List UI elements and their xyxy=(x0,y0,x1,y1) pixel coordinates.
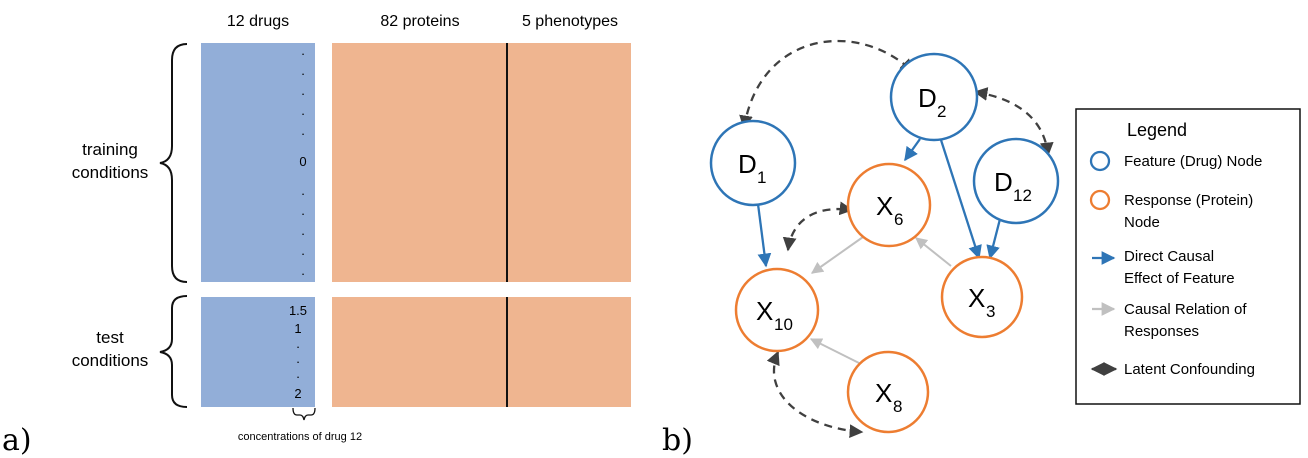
header-proteins: 82 proteins xyxy=(380,13,459,30)
panel-b-causal-graph: b) D 2 D 1 D 12 X 6 X xyxy=(662,39,1301,458)
legend-response-icon xyxy=(1089,189,1111,211)
edge-d2-x6 xyxy=(904,138,921,162)
test-response-block xyxy=(332,297,631,407)
legend-response-text-2: Node xyxy=(1124,214,1160,231)
training-label-line1: training xyxy=(82,140,138,159)
training-drug-block xyxy=(201,43,315,282)
edge-x10-x6-confounding xyxy=(782,201,854,252)
training-label-line2: conditions xyxy=(72,163,149,182)
dot: . xyxy=(301,183,305,198)
test-drug-block xyxy=(201,297,315,407)
legend-relation-text-2: Responses xyxy=(1124,323,1199,340)
confounding-edges xyxy=(739,39,1054,439)
response-edges xyxy=(809,236,952,364)
edge-x3-x6 xyxy=(915,237,952,267)
test-label-line2: conditions xyxy=(72,351,149,370)
dot: . xyxy=(296,366,300,381)
test-label-line1: test xyxy=(96,328,124,347)
node-x6-subscript: 6 xyxy=(894,210,903,229)
node-d2-subscript: 2 xyxy=(937,102,946,121)
drug12-brace xyxy=(292,407,316,421)
edge-x6-x10 xyxy=(811,236,864,274)
node-x8-letter: X xyxy=(875,378,892,408)
node-d2: D 2 xyxy=(889,52,979,142)
node-x3-letter: X xyxy=(968,283,985,313)
node-x10-subscript: 10 xyxy=(774,315,793,334)
legend-direct-text-1: Direct Causal xyxy=(1124,248,1214,265)
node-x6: X 6 xyxy=(846,162,932,248)
edge-d1-x10 xyxy=(756,203,772,268)
panel-b-label: b) xyxy=(662,423,693,458)
legend-latent-text: Latent Confounding xyxy=(1124,361,1255,378)
dot: . xyxy=(296,336,300,351)
edge-x10-x8-confounding xyxy=(766,350,864,439)
edge-d2-d12-confounding xyxy=(973,87,1054,157)
panel-a-label: a) xyxy=(2,423,32,458)
node-x6-letter: X xyxy=(876,191,893,221)
node-x3: X 3 xyxy=(940,255,1024,339)
dot: . xyxy=(301,103,305,118)
node-x8: X 8 xyxy=(846,350,930,434)
node-d1: D 1 xyxy=(709,119,797,207)
dot: . xyxy=(301,83,305,98)
edge-d2-x3 xyxy=(939,139,982,260)
panel-a-data-matrix: a) 12 drugs 82 proteins 5 phenotypes . .… xyxy=(2,13,631,458)
legend-box xyxy=(1075,108,1301,405)
training-response-block xyxy=(332,43,631,282)
node-d2-letter: D xyxy=(918,83,937,113)
node-d12: D 12 xyxy=(972,137,1060,225)
legend: Legend Feature (Drug) Node Response (Pro… xyxy=(1075,108,1301,405)
dot: . xyxy=(301,203,305,218)
concentration-footnote: concentrations of drug 12 xyxy=(238,431,362,443)
test-value-2: 1 xyxy=(294,321,301,336)
legend-feature-text: Feature (Drug) Node xyxy=(1124,153,1262,170)
dot: . xyxy=(301,63,305,78)
training-brace xyxy=(159,43,188,283)
legend-relation-text-1: Causal Relation of xyxy=(1124,301,1247,318)
node-x8-subscript: 8 xyxy=(893,397,902,416)
edge-x8-x10 xyxy=(809,338,860,364)
legend-feature-icon xyxy=(1089,150,1111,172)
dot: . xyxy=(301,243,305,258)
dot: . xyxy=(301,43,305,58)
node-d12-letter: D xyxy=(994,167,1013,197)
training-value: 0 xyxy=(299,154,306,169)
node-x3-subscript: 3 xyxy=(986,302,995,321)
node-x10: X 10 xyxy=(734,267,820,353)
edge-d2-d1-confounding xyxy=(739,39,914,130)
direct-edges xyxy=(756,138,1002,268)
node-d12-subscript: 12 xyxy=(1013,186,1032,205)
test-value-1: 1.5 xyxy=(289,303,307,318)
dot: . xyxy=(301,263,305,278)
node-d1-letter: D xyxy=(738,149,757,179)
dot: . xyxy=(296,351,300,366)
dot: . xyxy=(301,123,305,138)
test-concentration-column: 1.5 1 . . . 2 xyxy=(289,303,307,401)
test-value-3: 2 xyxy=(294,386,301,401)
edge-d12-x3 xyxy=(986,218,1002,260)
dot: . xyxy=(301,223,305,238)
legend-direct-text-2: Effect of Feature xyxy=(1124,270,1235,287)
training-concentration-column: . . . . . 0 . . . . . xyxy=(299,43,306,278)
header-phenotypes: 5 phenotypes xyxy=(522,13,618,30)
legend-title: Legend xyxy=(1127,120,1187,140)
test-brace xyxy=(159,295,188,408)
node-x10-letter: X xyxy=(756,296,773,326)
node-d1-subscript: 1 xyxy=(757,168,766,187)
legend-response-text-1: Response (Protein) xyxy=(1124,192,1253,209)
header-drugs: 12 drugs xyxy=(227,13,289,30)
